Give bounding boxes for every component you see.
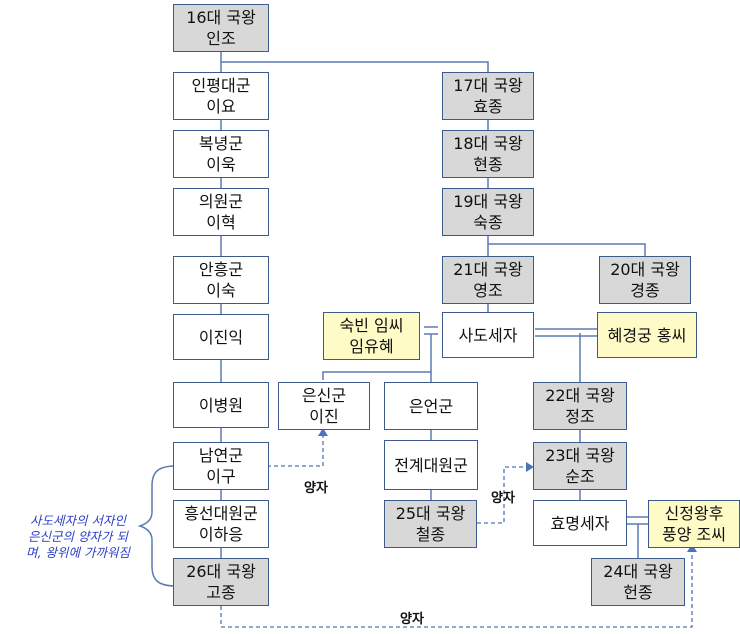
node-sukbin-line1: 숙빈 임씨 — [339, 316, 404, 335]
side-note-line3: 며, 왕위에 가까워짐 — [26, 545, 130, 560]
node-sukjong-line2: 숙종 — [473, 213, 503, 232]
node-eunsin-line1: 은신군 — [301, 386, 347, 405]
node-hyegyeong-line1: 혜경궁 홍씨 — [607, 325, 687, 345]
node-gojong: 26대 국왕 고종 — [173, 558, 269, 606]
node-sado-line1: 사도세자 — [458, 325, 518, 345]
node-sukjong-line1: 19대 국왕 — [453, 192, 523, 211]
node-eunon-line1: 은언군 — [408, 396, 454, 416]
node-sunjo-line1: 23대 국왕 — [545, 446, 615, 465]
node-jeongjo: 22대 국왕 정조 — [533, 382, 627, 430]
node-hyegyeong: 혜경궁 홍씨 — [597, 312, 697, 358]
node-sunjo: 23대 국왕 순조 — [533, 442, 627, 490]
node-sukjong: 19대 국왕 숙종 — [442, 188, 534, 236]
node-hyeonjong18-line1: 18대 국왕 — [453, 134, 523, 153]
node-uiwon-line1: 의원군 — [198, 192, 244, 211]
node-anheung-line1: 안흥군 — [198, 260, 244, 279]
node-eunsin: 은신군 이진 — [278, 382, 370, 430]
node-gyeongjong-line2: 경종 — [630, 281, 660, 300]
node-jeongye-line1: 전계대원군 — [394, 455, 468, 475]
node-jeongye: 전계대원군 — [384, 440, 478, 490]
node-ijinik-line1: 이진익 — [198, 327, 244, 347]
adoption-label-namyeon: 양자 — [304, 481, 328, 496]
node-yeongjo-line1: 21대 국왕 — [453, 260, 523, 279]
node-sinjeong-line2: 풍양 조씨 — [662, 525, 726, 544]
node-cheoljong: 25대 국왕 철종 — [384, 500, 477, 548]
node-ibyeongwon: 이병원 — [173, 382, 269, 428]
node-sukbin: 숙빈 임씨 임유혜 — [323, 312, 420, 360]
node-gyeongjong: 20대 국왕 경종 — [599, 256, 691, 304]
node-namyeon-line1: 남연군 — [198, 446, 244, 465]
node-eunsin-line2: 이진 — [309, 407, 339, 426]
node-uiwon: 의원군 이혁 — [173, 188, 269, 236]
node-yeongjo-line2: 영조 — [473, 281, 503, 300]
node-inpyeong-line1: 인평대군 — [191, 76, 251, 95]
node-heungseon-line1: 흥선대원군 — [184, 504, 258, 523]
node-namyeon: 남연군 이구 — [173, 442, 269, 490]
node-injo-line2: 인조 — [206, 29, 236, 48]
node-jeongjo-line2: 정조 — [565, 407, 595, 426]
node-heungseon-line2: 이하응 — [198, 525, 244, 544]
node-yeongjo: 21대 국왕 영조 — [442, 256, 534, 304]
node-heonjong24: 24대 국왕 헌종 — [591, 558, 685, 606]
node-hyomyeong: 효명세자 — [533, 500, 627, 546]
node-hyojong-line2: 효종 — [473, 97, 503, 116]
node-anheung: 안흥군 이숙 — [173, 256, 269, 304]
node-sinjeong: 신정왕후 풍양 조씨 — [648, 500, 740, 548]
node-inpyeong-line2: 이요 — [206, 97, 236, 116]
node-gojong-line1: 26대 국왕 — [186, 562, 256, 581]
node-sunjo-line2: 순조 — [565, 467, 595, 486]
node-jeongjo-line1: 22대 국왕 — [545, 386, 615, 405]
node-hyeonjong18: 18대 국왕 현종 — [442, 130, 534, 178]
node-bongnyeong: 복녕군 이욱 — [173, 130, 269, 178]
node-hyeonjong18-line2: 현종 — [473, 155, 503, 174]
node-bongnyeong-line1: 복녕군 — [198, 134, 244, 153]
node-ibyeongwon-line1: 이병원 — [198, 395, 244, 415]
node-sukbin-line2: 임유혜 — [349, 337, 394, 356]
node-ijinik: 이진익 — [173, 314, 269, 360]
node-heonjong24-line1: 24대 국왕 — [603, 562, 673, 581]
node-cheoljong-line2: 철종 — [415, 525, 446, 544]
node-bongnyeong-line2: 이욱 — [206, 155, 236, 174]
side-note-line1: 사도세자의 서자인 — [30, 513, 126, 528]
node-heonjong24-line2: 헌종 — [623, 583, 653, 602]
node-uiwon-line2: 이혁 — [206, 213, 236, 232]
side-note-line2: 은신군의 양자가 되 — [28, 529, 128, 544]
node-sado: 사도세자 — [442, 312, 534, 358]
node-hyomyeong-line1: 효명세자 — [550, 513, 610, 533]
node-gyeongjong-line1: 20대 국왕 — [610, 260, 680, 279]
node-namyeon-line2: 이구 — [206, 467, 236, 486]
node-injo-line1: 16대 국왕 — [186, 8, 256, 27]
node-cheoljong-line1: 25대 국왕 — [395, 504, 466, 523]
node-eunon: 은언군 — [384, 382, 478, 430]
side-note: 사도세자의 서자인 은신군의 양자가 되 며, 왕위에 가까워짐 — [8, 513, 148, 561]
node-inpyeong: 인평대군 이요 — [173, 72, 269, 120]
node-gojong-line2: 고종 — [206, 583, 236, 602]
adoption-label-cheoljong: 양자 — [491, 491, 515, 506]
node-heungseon: 흥선대원군 이하응 — [173, 500, 269, 548]
node-sinjeong-line1: 신정왕후 — [664, 504, 724, 523]
adoption-label-gojong: 양자 — [400, 612, 424, 627]
node-injo: 16대 국왕 인조 — [173, 4, 269, 52]
node-hyojong-line1: 17대 국왕 — [453, 76, 523, 95]
node-hyojong: 17대 국왕 효종 — [442, 72, 534, 120]
node-anheung-line2: 이숙 — [206, 281, 236, 300]
